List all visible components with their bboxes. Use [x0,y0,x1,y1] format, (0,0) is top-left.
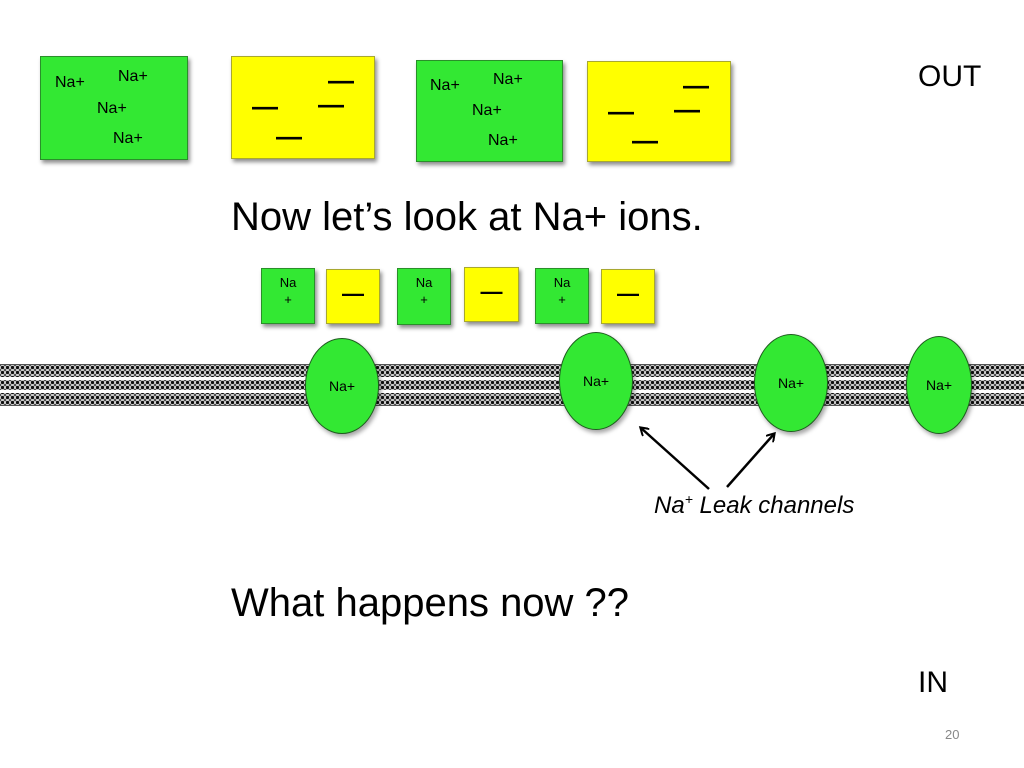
sodium-label: Na+ [55,74,85,91]
small-anion-box: — [464,267,519,322]
small-sodium-label-top: Na [415,275,433,290]
sodium-box-2: Na+ Na+ Na+ Na+ [416,60,563,162]
caption-superscript: + [684,491,693,507]
anion-dash: — [608,96,634,126]
page-number: 20 [945,727,960,742]
small-sodium-label-bottom: + [420,292,428,307]
arrow-left [641,428,710,490]
sodium-label: Na+ [118,68,148,85]
sodium-channel-3: Na+ [754,334,828,432]
sodium-label: Na+ [113,130,143,147]
sodium-label: Na+ [472,102,502,119]
membrane-gap [0,377,1024,380]
small-sodium-box: Na + [261,268,315,324]
small-sodium-label-top: Na [279,275,297,290]
small-sodium-label-bottom: + [558,292,566,307]
sodium-channel-2: Na+ [559,332,633,430]
leak-channels-caption: Na+ Leak channels [654,491,854,520]
anion-dash: — [342,281,364,306]
channel-label: Na+ [777,375,805,391]
membrane-gap [0,390,1024,393]
anion-dash: — [683,70,709,100]
sodium-channel-1: Na+ [305,338,379,434]
sodium-label: Na+ [97,100,127,117]
out-label: OUT [918,60,982,93]
channel-label: Na+ [925,377,953,393]
small-anion-box: — [326,269,380,324]
anion-dash: — [632,125,658,155]
small-sodium-box: Na + [397,268,451,325]
anion-dash: — [480,279,503,304]
small-sodium-box: Na + [535,268,589,324]
sodium-label: Na+ [430,77,460,94]
anion-dash: — [328,65,354,95]
sodium-channel-4: Na+ [906,336,972,434]
anion-dash: — [318,89,344,119]
anion-dash: — [252,91,278,121]
channel-label: Na+ [582,373,610,389]
caption-suffix: Leak channels [692,492,855,519]
small-sodium-label-bottom: + [284,292,292,307]
anion-dash: — [276,121,302,151]
arrow-right [726,434,774,488]
anion-box-2: — — — — [587,61,731,162]
in-label: IN [918,666,948,699]
sodium-label: Na+ [493,71,523,88]
anion-dash: — [674,94,700,124]
cell-membrane [0,364,1024,406]
anion-dash: — [617,281,639,306]
channel-label: Na+ [328,378,356,394]
heading-what-happens: What happens now ?? [231,581,630,625]
sodium-box-1: Na+ Na+ Na+ Na+ [40,56,188,160]
heading-na-ions: Now let’s look at Na+ ions. [231,195,703,239]
small-anion-box: — [601,269,655,324]
small-sodium-label-top: Na [553,275,571,290]
anion-box-1: — — — — [231,56,375,159]
sodium-label: Na+ [488,132,518,149]
caption-prefix: Na [654,492,685,519]
